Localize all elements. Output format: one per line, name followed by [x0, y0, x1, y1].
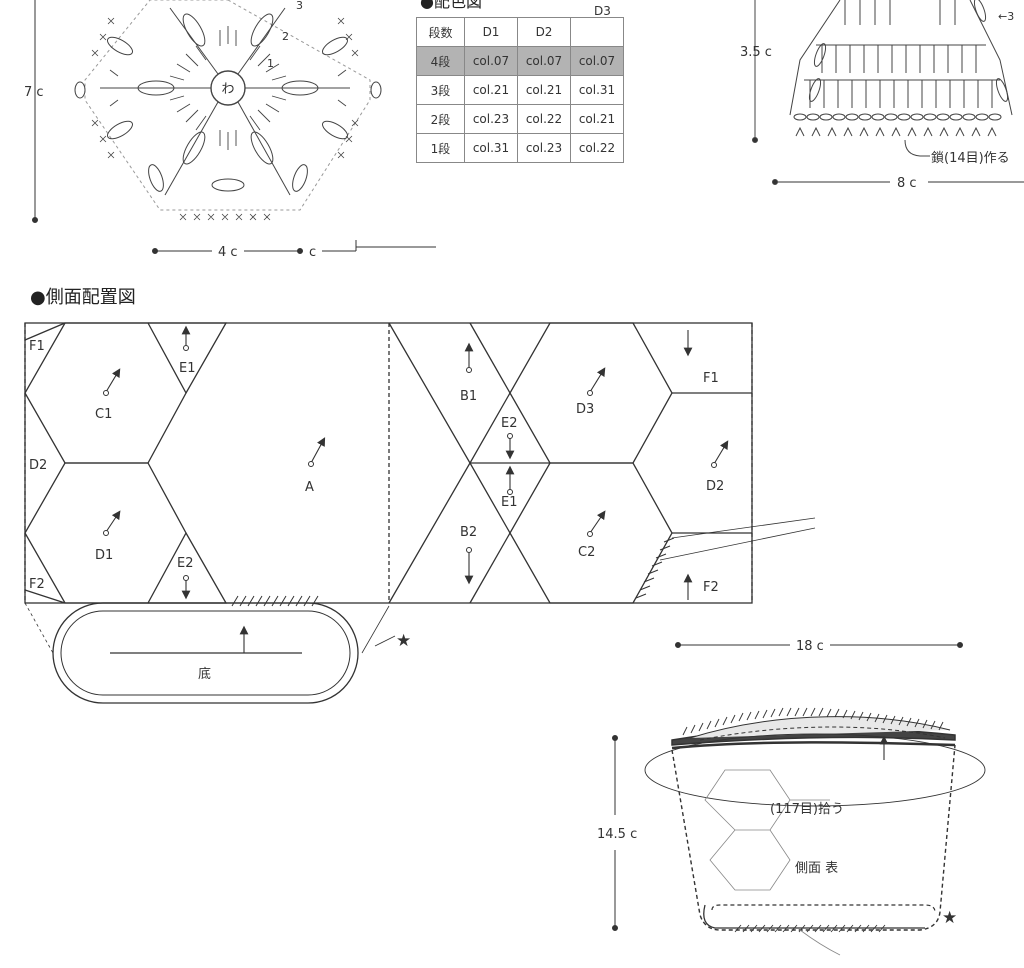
- piece-label-d2-right: D2: [706, 479, 724, 494]
- piece-label-d3: D3: [576, 402, 594, 417]
- header-rows: 段数: [417, 18, 465, 47]
- piece-label-b1: B1: [460, 389, 477, 404]
- row-label: 4段: [417, 47, 465, 76]
- pickup-note: (117目)拾う: [770, 802, 844, 817]
- tab-height-label: 3.5 c: [740, 45, 772, 60]
- tab-chain-note: 鎖(14目)作る: [931, 150, 1010, 166]
- piece-label-f2-right: F2: [703, 580, 719, 595]
- cell-d1: col.21: [465, 76, 518, 105]
- side-label: 側面 表: [795, 861, 838, 876]
- side-layout-diagram: [25, 323, 815, 606]
- table-row: 1段 col.31 col.23 col.22: [417, 134, 624, 163]
- star-mark-icon: ★: [396, 631, 411, 651]
- piece-label-c2: C2: [578, 545, 595, 560]
- cell-d1: col.31: [465, 134, 518, 163]
- piece-label-e2-right: E2: [501, 416, 518, 431]
- finished-pouch: [645, 708, 985, 955]
- table-row: 4段 col.07 col.07 col.07: [417, 47, 624, 76]
- header-d1: D1: [465, 18, 518, 47]
- layout-heading: ●側面配置図: [30, 287, 136, 308]
- motif-width-label: 4 c: [218, 245, 238, 260]
- color-table-title-fragment: ●配色図: [420, 0, 482, 12]
- cell-d3: col.31: [571, 76, 624, 105]
- piece-label-f2: F2: [29, 577, 45, 592]
- color-table: 段数 D1 D2 4段 col.07 col.07 col.07 3段 col.…: [416, 17, 624, 163]
- motif-width-dimension: [153, 240, 437, 254]
- hexagon-motif-chart: [75, 0, 381, 220]
- row-label: 2段: [417, 105, 465, 134]
- round-label-3: 3: [296, 0, 303, 12]
- piece-label-d2: D2: [29, 458, 47, 473]
- cell-d1: col.07: [465, 47, 518, 76]
- pouch-star-mark-icon: ★: [942, 908, 957, 928]
- cell-d2: col.23: [518, 134, 571, 163]
- table-row: 3段 col.21 col.21 col.31: [417, 76, 624, 105]
- motif-height-dimension: [33, 0, 38, 223]
- piece-label-e2: E2: [177, 556, 194, 571]
- piece-label-f1: F1: [29, 339, 45, 354]
- piece-label-d1: D1: [95, 548, 113, 563]
- header-d3-cell: [571, 18, 624, 47]
- piece-label-e1-right: E1: [501, 495, 518, 510]
- header-d3-floating: D3: [594, 4, 611, 18]
- piece-label-c1: C1: [95, 407, 112, 422]
- motif-extra-label: c: [309, 245, 316, 260]
- cell-d2: col.21: [518, 76, 571, 105]
- piece-label-a: A: [305, 480, 314, 495]
- cell-d3: col.07: [571, 47, 624, 76]
- round-label-1: 1: [267, 57, 274, 70]
- cell-d3: col.21: [571, 105, 624, 134]
- round-label-2: 2: [282, 30, 289, 43]
- pouch-height-label: 14.5 c: [597, 827, 637, 842]
- cell-d3: col.22: [571, 134, 624, 163]
- color-table-header-row: 段数 D1 D2: [417, 18, 624, 47]
- bottom-label: 底: [198, 666, 211, 682]
- header-d2: D2: [518, 18, 571, 47]
- piece-label-b2: B2: [460, 525, 477, 540]
- row-label: 1段: [417, 134, 465, 163]
- tab-width-label: 8 c: [897, 176, 917, 191]
- cell-d2: col.07: [518, 47, 571, 76]
- tab-arrow-note: ←3: [998, 10, 1014, 23]
- piece-label-e1: E1: [179, 361, 196, 376]
- pouch-width-label: 18 c: [796, 639, 824, 654]
- color-table-grid: 段数 D1 D2 4段 col.07 col.07 col.07 3段 col.…: [416, 17, 624, 163]
- motif-height-label: 7 c: [24, 85, 44, 100]
- cell-d1: col.23: [465, 105, 518, 134]
- row-label: 3段: [417, 76, 465, 105]
- table-row: 2段 col.23 col.22 col.21: [417, 105, 624, 134]
- piece-label-f1-right: F1: [703, 371, 719, 386]
- motif-center-label: わ: [221, 82, 234, 97]
- cell-d2: col.22: [518, 105, 571, 134]
- bottom-piece: [25, 603, 395, 703]
